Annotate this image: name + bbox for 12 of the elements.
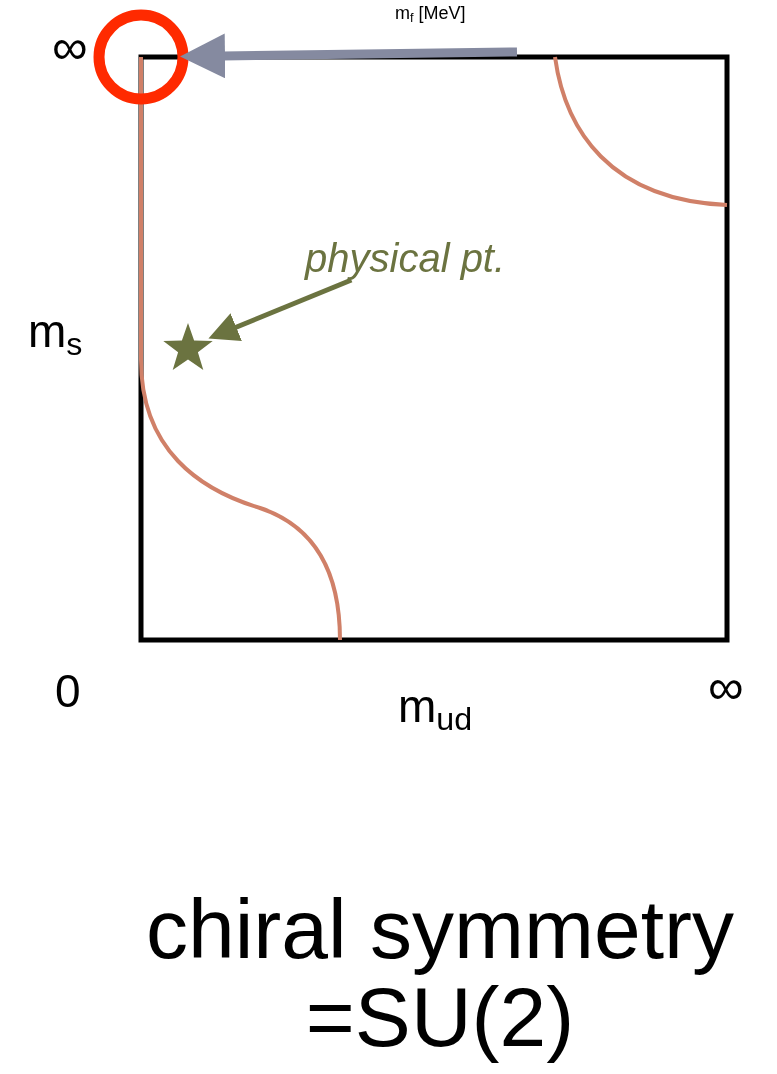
annotation-text: physical pt. [305, 236, 506, 280]
highlight-circle [93, 9, 189, 105]
arrow [208, 277, 353, 342]
star-marker [162, 322, 214, 372]
arrow [180, 33, 518, 79]
axis-label: m$_{s}$ [28, 308, 83, 361]
tick-label: ∞ [708, 662, 744, 712]
axis-label: m$_{f}$ [MeV] [395, 4, 466, 25]
axis-label: m$_{ud}$ [398, 683, 473, 736]
tick-label: 0 [55, 668, 81, 714]
tick-label: ∞ [52, 22, 88, 72]
caption-text: chiral symmetry =SU(2) [144, 885, 735, 1062]
